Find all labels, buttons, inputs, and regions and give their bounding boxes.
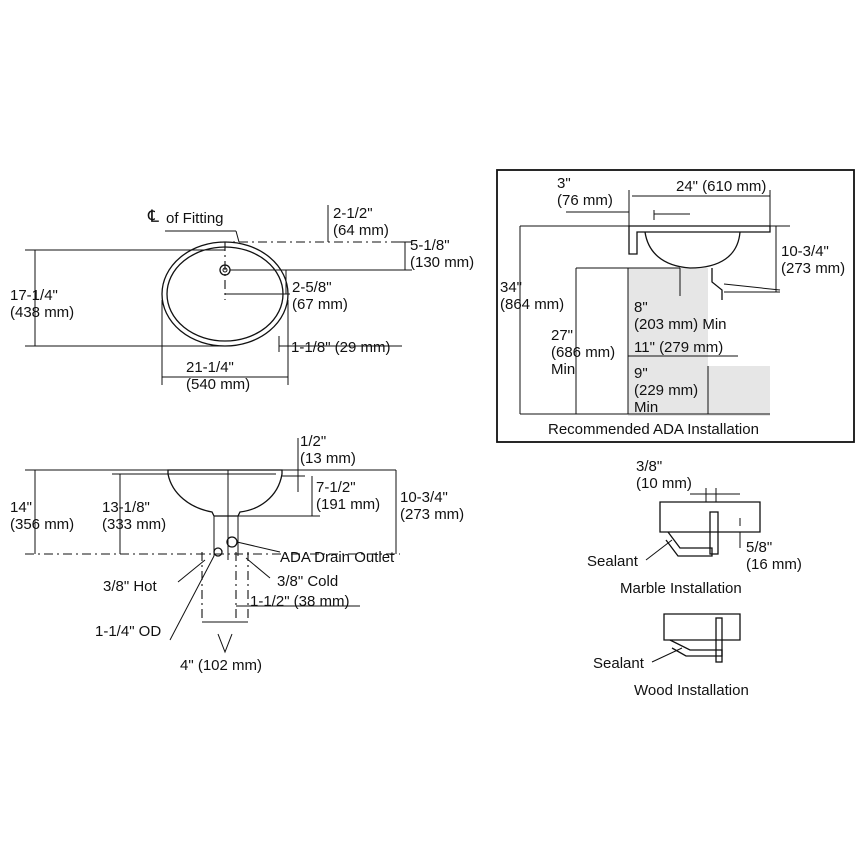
label-d-11: 11" (279 mm)	[634, 339, 723, 356]
label-d-13-1-8-line2: (333 mm)	[102, 516, 166, 533]
label-d-27-line3: Min	[551, 361, 575, 378]
label-d-34-line2: (864 mm)	[500, 296, 564, 313]
label-d-5-8-line2: (16 mm)	[746, 556, 802, 573]
label-d-1-2: 1/2"	[300, 433, 326, 450]
label-d-17-1-4-line2: (438 mm)	[10, 304, 74, 321]
wood-caption: Wood Installation	[634, 682, 749, 699]
label-d-21-1-4-line2: (540 mm)	[186, 376, 250, 393]
label-d-1-1-8: 1-1/8" (29 mm)	[291, 339, 391, 356]
label-d-14-line2: (356 mm)	[10, 516, 74, 533]
label-d-7-1-2: 7-1/2"	[316, 479, 356, 496]
label-d-14: 14"	[10, 499, 32, 516]
centerline-symbol: ℄	[147, 207, 159, 226]
ada-installation	[496, 169, 855, 443]
label-d-5-1-8-line2: (130 mm)	[410, 254, 474, 271]
marble-installation	[645, 488, 761, 561]
label-d-2-5-8: 2-5/8"	[292, 279, 332, 296]
label-d-21-1-4: 21-1/4"	[186, 359, 234, 376]
label-sealant-marble: Sealant	[587, 553, 639, 570]
label-cold: 3/8" Cold	[277, 573, 338, 590]
countertop	[628, 225, 771, 255]
label-d-8-line2: (203 mm) Min	[634, 316, 727, 333]
label-d-4: 4" (102 mm)	[180, 657, 262, 674]
dimension-labels: 2-1/2"(64 mm) 5-1/8"(130 mm) 17-1/4"(438 m…	[10, 175, 845, 699]
label-d-10-3-4-ada: 10-3/4"	[781, 243, 829, 260]
label-d-10-3-4-side: 10-3/4"	[400, 489, 448, 506]
label-d-3-8: 3/8"	[636, 458, 662, 475]
label-d-2-1-2-line2: (64 mm)	[333, 222, 389, 239]
ada-caption: Recommended ADA Installation	[548, 421, 759, 438]
label-d-3-line2: (76 mm)	[557, 192, 613, 209]
label-d-10-3-4-ada-line2: (273 mm)	[781, 260, 845, 277]
label-d-9-line2: (229 mm)	[634, 382, 698, 399]
label-d-2-1-2: 2-1/2"	[333, 205, 373, 222]
label-d-7-1-2-line2: (191 mm)	[316, 496, 380, 513]
label-d-34: 34"	[500, 279, 522, 296]
label-d-3: 3"	[557, 175, 571, 192]
label-d-27: 27"	[551, 327, 573, 344]
label-d-1-1-2: 1-1/2" (38 mm)	[250, 593, 350, 610]
label-ada-drain-outlet: ADA Drain Outlet	[280, 549, 395, 566]
side-view	[25, 438, 400, 654]
label-d-2-5-8-line2: (67 mm)	[292, 296, 348, 313]
wood-installation	[651, 613, 741, 663]
label-d-3-8-line2: (10 mm)	[636, 475, 692, 492]
label-d-24: 24" (610 mm)	[676, 178, 766, 195]
label-d-13-1-8: 13-1/8"	[102, 499, 150, 516]
marble-anchor	[709, 511, 719, 555]
label-od: 1-1/4" OD	[95, 623, 161, 640]
wood-counter	[663, 613, 741, 641]
label-d-8: 8"	[634, 299, 648, 316]
label-d-5-1-8: 5-1/8"	[410, 237, 450, 254]
label-d-27-line2: (686 mm)	[551, 344, 615, 361]
basin-section	[167, 469, 283, 517]
label-d-9: 9"	[634, 365, 648, 382]
marble-counter	[659, 501, 761, 533]
ada-basin	[644, 231, 741, 269]
label-sealant-wood: Sealant	[593, 655, 645, 672]
label-d-5-8: 5/8"	[746, 539, 772, 556]
marble-caption: Marble Installation	[620, 580, 742, 597]
ada-frame	[496, 169, 855, 443]
label-hot: 3/8" Hot	[103, 578, 158, 595]
centerline-label: of Fitting	[166, 210, 224, 227]
label-d-1-2-line2: (13 mm)	[300, 450, 356, 467]
label-d-10-3-4-side-line2: (273 mm)	[400, 506, 464, 523]
wood-screw	[715, 617, 723, 663]
label-d-9-line3: Min	[634, 399, 658, 416]
label-d-17-1-4: 17-1/4"	[10, 287, 58, 304]
top-view: ℄ of Fitting	[25, 205, 412, 385]
